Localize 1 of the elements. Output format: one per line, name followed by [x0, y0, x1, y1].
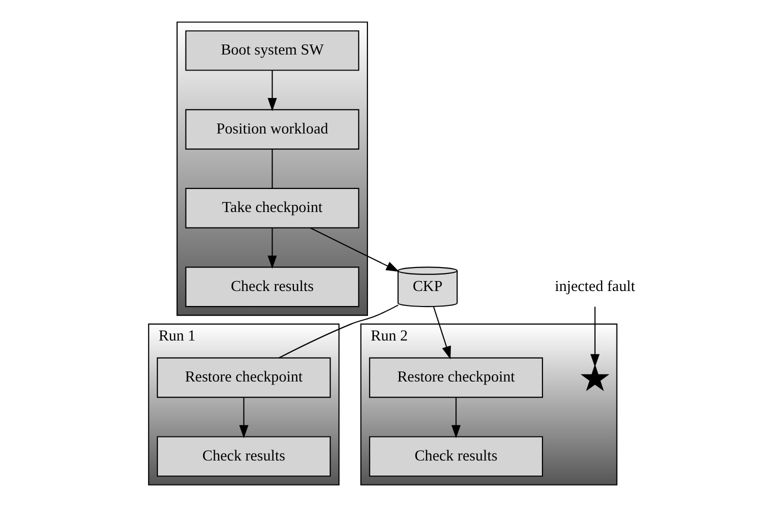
node-text: injected fault [554, 277, 635, 294]
